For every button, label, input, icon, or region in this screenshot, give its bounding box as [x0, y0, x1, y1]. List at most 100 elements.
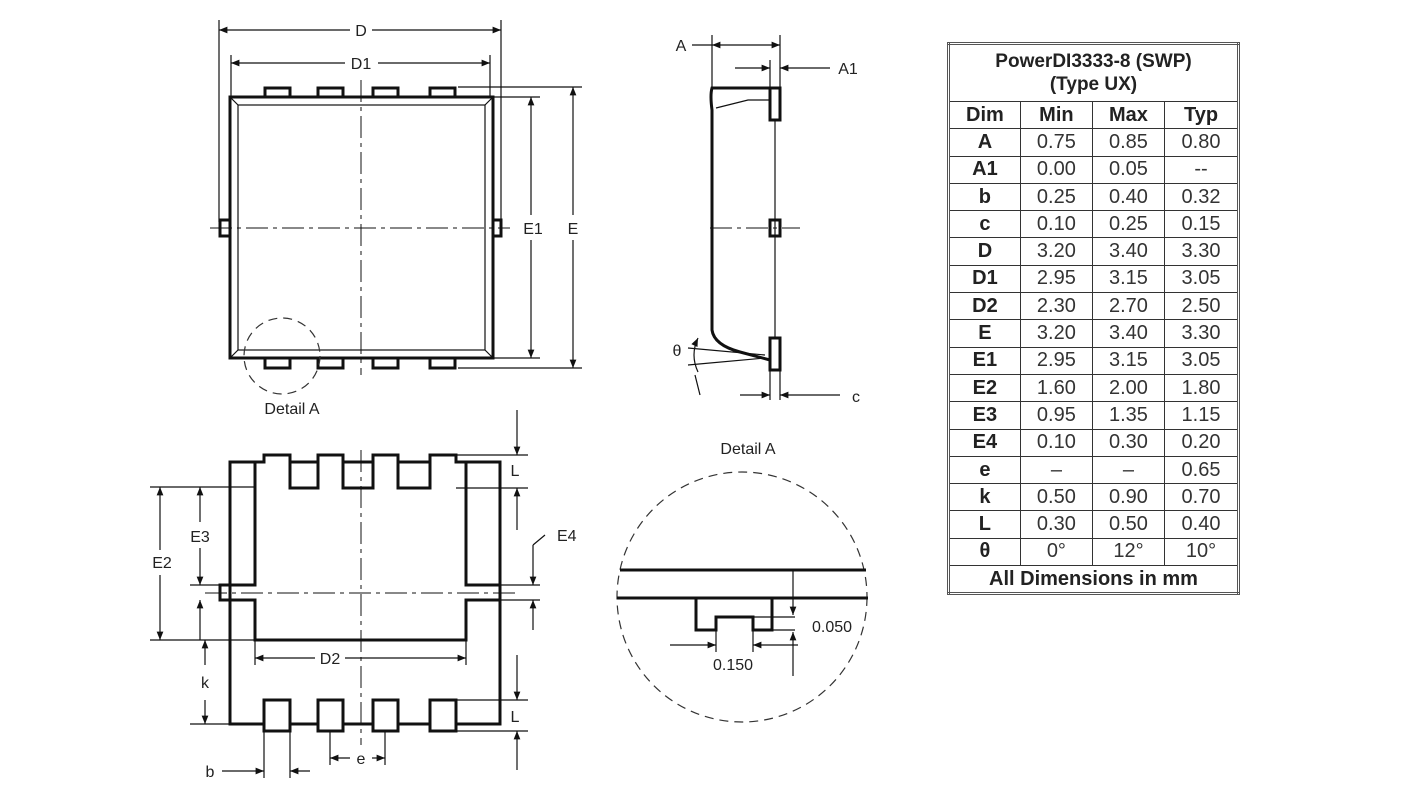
dim-label-A: A	[676, 38, 687, 55]
cell-max: 0.25	[1091, 210, 1166, 239]
cell-min: 0.25	[1019, 182, 1093, 212]
cell-dim: E2	[948, 373, 1021, 403]
table-row: e––0.65	[948, 455, 1239, 485]
dim-label-D2: D2	[320, 651, 341, 668]
cell-min: 0.00	[1019, 155, 1093, 184]
cell-min: 0.50	[1019, 483, 1093, 512]
cell-typ: 2.50	[1164, 292, 1239, 321]
dim-label-E: E	[568, 221, 579, 238]
cell-dim: c	[948, 210, 1021, 239]
cell-dim: A	[948, 128, 1021, 157]
cell-max: 0.05	[1091, 155, 1166, 184]
dim-label-L-top: L	[511, 463, 520, 480]
header-min: Min	[1019, 100, 1093, 130]
cell-typ: 3.05	[1164, 264, 1239, 294]
table-title-line1: PowerDI3333-8 (SWP)	[995, 51, 1192, 72]
dim-label-E1: E1	[523, 221, 543, 238]
table-title-line2: (Type UX)	[1049, 74, 1138, 95]
cell-max: 2.00	[1091, 373, 1166, 403]
cell-max: 0.40	[1091, 182, 1166, 212]
detail-dim-horizontal: 0.150	[713, 657, 753, 674]
cell-max: 3.40	[1091, 237, 1166, 266]
dim-label-b: b	[206, 764, 215, 781]
cell-dim: D1	[948, 264, 1021, 294]
cell-typ: 3.05	[1164, 346, 1239, 375]
cell-min: 0°	[1019, 537, 1093, 567]
cell-dim: k	[948, 483, 1021, 512]
cell-dim: L	[948, 510, 1021, 539]
detail-a-view: Detail A 0.050 0.150	[616, 441, 868, 723]
dim-label-E4: E4	[557, 528, 577, 545]
cell-min: 0.10	[1019, 428, 1093, 457]
cell-typ: 3.30	[1164, 237, 1239, 266]
detail-a-label: Detail A	[264, 401, 319, 418]
cell-min: 0.30	[1019, 510, 1093, 539]
table-footer: All Dimensions in mm	[948, 565, 1239, 595]
dim-label-theta: θ	[673, 343, 682, 360]
dim-label-D: D	[355, 23, 367, 40]
cell-max: 1.35	[1091, 401, 1166, 430]
cell-typ: 1.15	[1164, 401, 1239, 430]
cell-max: 3.40	[1091, 319, 1166, 348]
cell-min: 0.75	[1019, 128, 1093, 157]
dim-label-L-bottom: L	[511, 709, 520, 726]
cell-min: 0.95	[1019, 401, 1093, 430]
cell-min: 3.20	[1019, 237, 1093, 266]
cell-min: 2.95	[1019, 346, 1093, 375]
cell-typ: 1.80	[1164, 373, 1239, 403]
cell-typ: 3.30	[1164, 319, 1239, 348]
dim-label-D1: D1	[351, 56, 372, 73]
cell-typ: 0.20	[1164, 428, 1239, 457]
bottom-view: E2 E3 k L E4 L D2 b	[150, 410, 577, 781]
cell-max: 3.15	[1091, 264, 1166, 294]
dim-label-c: c	[852, 389, 860, 406]
cell-dim: E	[948, 319, 1021, 348]
dim-label-e: e	[357, 751, 366, 768]
cell-typ: 0.70	[1164, 483, 1239, 512]
cell-min: –	[1019, 455, 1093, 485]
cell-typ: 0.40	[1164, 510, 1239, 539]
cell-typ: 0.15	[1164, 210, 1239, 239]
cell-dim: E3	[948, 401, 1021, 430]
cell-dim: e	[948, 455, 1021, 485]
cell-dim: E4	[948, 428, 1021, 457]
cell-dim: D2	[948, 292, 1021, 321]
dim-label-E3: E3	[190, 529, 210, 546]
table-title: PowerDI3333-8 (SWP) (Type UX)	[948, 43, 1239, 102]
cell-min: 1.60	[1019, 373, 1093, 403]
cell-max: 0.90	[1091, 483, 1166, 512]
detail-a-title: Detail A	[720, 441, 775, 458]
cell-typ: 0.80	[1164, 128, 1239, 157]
table-header: Dim Min Max Typ	[948, 100, 1239, 130]
side-view: A A1 c θ	[673, 35, 860, 406]
header-typ: Typ	[1164, 100, 1239, 130]
dim-label-k: k	[201, 675, 210, 692]
dim-label-A1: A1	[838, 61, 858, 78]
cell-typ: 0.65	[1164, 455, 1239, 485]
cell-dim: θ	[948, 537, 1021, 567]
cell-dim: b	[948, 182, 1021, 212]
detail-dim-vertical: 0.050	[812, 619, 852, 636]
cell-max: 0.50	[1091, 510, 1166, 539]
cell-max: 3.15	[1091, 346, 1166, 375]
top-view: D D1 E1 E Detail A	[210, 20, 582, 418]
cell-max: 12°	[1091, 537, 1166, 567]
cell-dim: D	[948, 237, 1021, 266]
cell-max: 0.30	[1091, 428, 1166, 457]
cell-max: 0.85	[1091, 128, 1166, 157]
